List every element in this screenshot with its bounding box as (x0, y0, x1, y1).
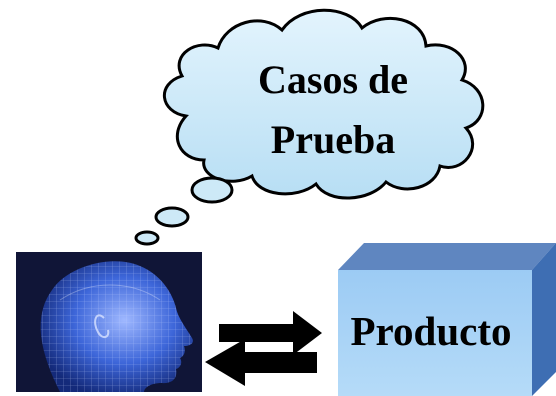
arrow-right-icon (219, 311, 322, 355)
cloud-text-line-1: Casos de (257, 57, 409, 102)
product-box-front-face (338, 270, 532, 396)
thought-bubble-large (190, 176, 234, 204)
thought-bubble-small (134, 230, 160, 246)
bidirectional-arrows (205, 311, 322, 386)
arrow-left-icon (205, 339, 317, 386)
product-box-top-face (338, 243, 556, 270)
head-image (16, 252, 202, 392)
product-box-side-face (532, 243, 556, 396)
thought-cloud (134, 8, 485, 246)
cloud-text-line-2: Prueba (270, 117, 396, 162)
product-box (338, 243, 556, 396)
product-label: Producto (350, 308, 512, 354)
human-head-wireframe-profile-icon (40, 261, 193, 392)
thought-bubble-medium (154, 206, 190, 228)
thought-cloud-shape (163, 8, 485, 200)
